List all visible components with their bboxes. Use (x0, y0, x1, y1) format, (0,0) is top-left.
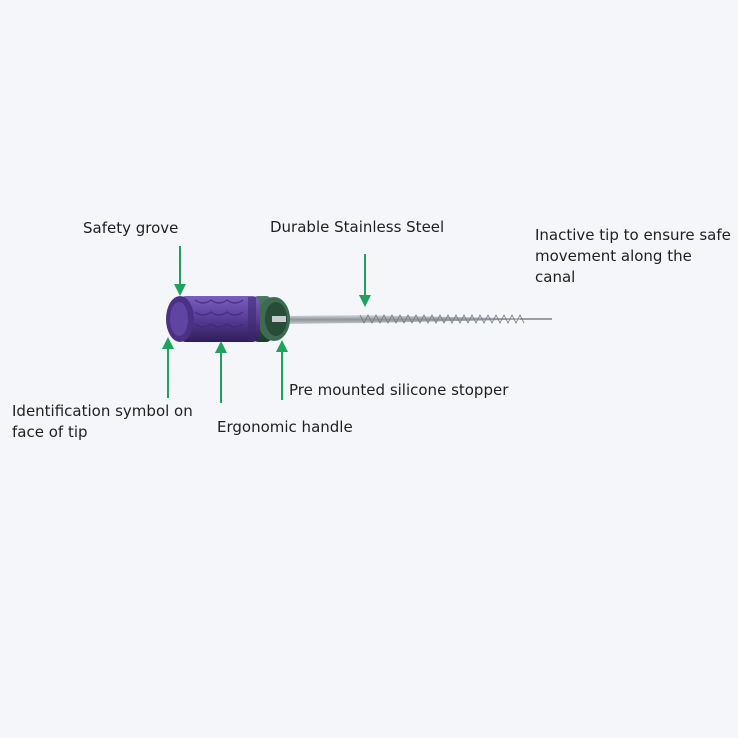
stopper-label: Pre mounted silicone stopper (289, 381, 509, 399)
handle-grip-pattern (194, 299, 244, 328)
inactive-tip-label: Inactive tip to ensure safe movement alo… (535, 226, 731, 286)
ergonomic-handle (166, 296, 260, 342)
identification-label: Identification symbol on face of tip (12, 402, 193, 441)
safety-grove-label: Safety grove (83, 219, 179, 237)
ergonomic-handle-label: Ergonomic handle (217, 418, 353, 436)
stainless-steel-shaft (282, 314, 552, 324)
file-twist-pattern (359, 314, 525, 324)
durable-steel-label: Durable Stainless Steel (270, 218, 445, 236)
